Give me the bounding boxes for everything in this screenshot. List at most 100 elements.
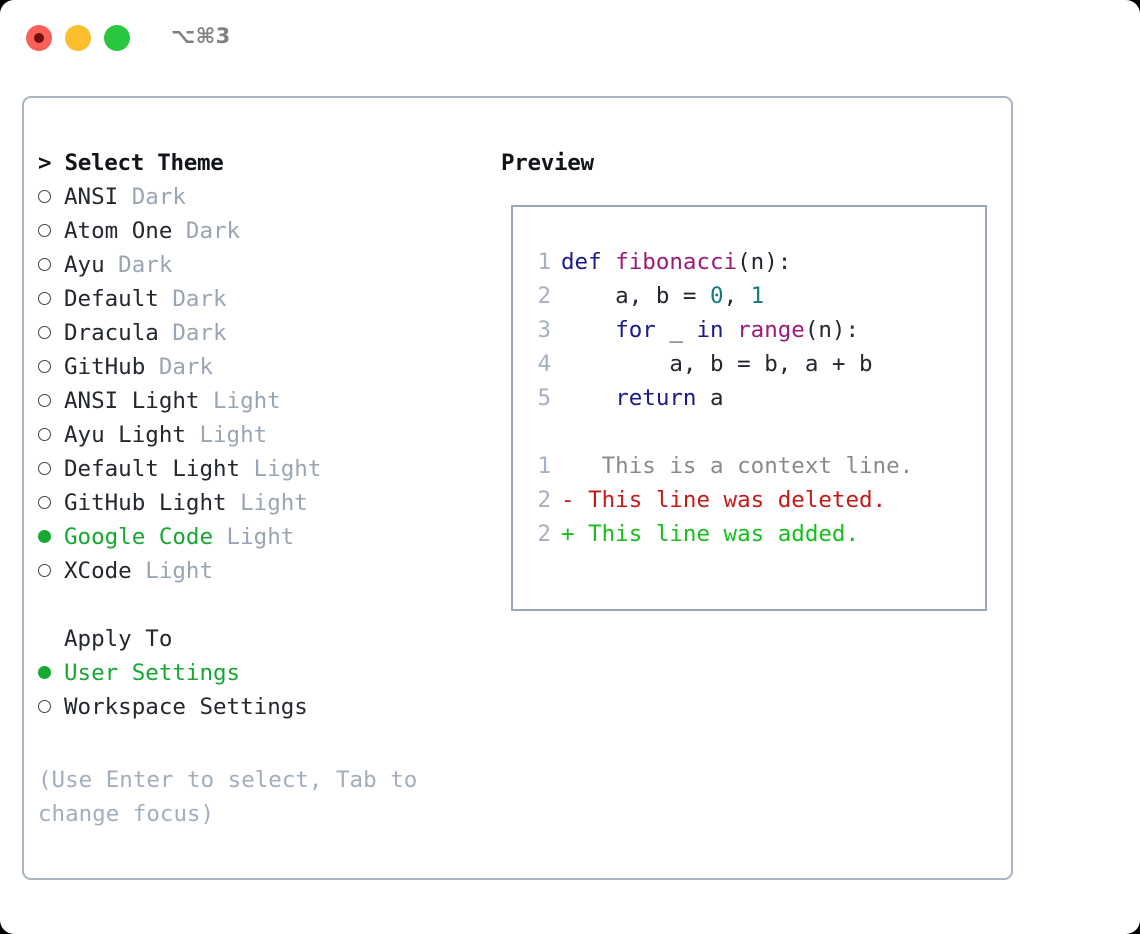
radio-unselected-icon (38, 486, 64, 520)
code-line: 4 a, b = b, a + b (525, 347, 977, 381)
apply-to-option-label: User Settings (64, 660, 241, 686)
title-bar: ⌥⌘3 (0, 0, 1140, 78)
theme-option[interactable]: Ayu Light Light (38, 418, 478, 452)
radio-unselected-icon (38, 554, 64, 588)
diff-sign (561, 453, 575, 479)
theme-option-name: XCode (64, 558, 132, 584)
theme-option-variant: Light (131, 558, 214, 584)
code-line-number: 3 (537, 317, 551, 343)
code-token: a, b = (561, 283, 711, 309)
diff-line: 2 + This line was added. (525, 517, 977, 551)
theme-option[interactable]: ANSI Dark (38, 180, 478, 214)
theme-option[interactable]: GitHub Light Light (38, 486, 478, 520)
theme-option-name: ANSI Light (64, 388, 200, 414)
code-line: 3 for _ in range(n): (525, 313, 977, 347)
theme-option[interactable]: ANSI Light Light (38, 384, 478, 418)
theme-picker-heading: > Select Theme (38, 150, 224, 176)
code-token: (n): (737, 249, 792, 275)
keyboard-shortcut-label: ⌥⌘3 (171, 24, 231, 48)
theme-option[interactable]: GitHub Dark (38, 350, 478, 384)
diff-text: This line was deleted. (574, 487, 887, 513)
zoom-button[interactable] (104, 25, 130, 51)
theme-option[interactable]: Atom One Dark (38, 214, 478, 248)
theme-option-variant: Light (199, 388, 281, 414)
theme-option-variant: Dark (118, 184, 186, 210)
code-token: in (696, 317, 724, 343)
minimize-button[interactable] (65, 25, 91, 51)
list-spacer (38, 588, 478, 622)
keyboard-hint: (Use Enter to select, Tab to change focu… (38, 767, 418, 827)
theme-option-variant: Dark (145, 354, 214, 380)
theme-option-variant: Light (240, 456, 322, 482)
code-token: for (615, 317, 656, 343)
diff-text: This is a context line. (574, 453, 914, 479)
radio-dot (38, 496, 51, 509)
apply-to-option[interactable]: User Settings (38, 656, 478, 690)
theme-option-variant: Light (213, 524, 295, 550)
code-token: range (737, 317, 805, 343)
code-token (602, 249, 616, 275)
theme-option-name: Atom One (64, 218, 173, 244)
diff-sign: + (561, 521, 575, 547)
theme-option-name: Default (64, 286, 159, 312)
code-token (724, 317, 738, 343)
diff-sign: - (561, 487, 575, 513)
code-token: 0 (710, 283, 724, 309)
code-diff-gap (525, 415, 977, 449)
code-token: fibonacci (615, 249, 738, 275)
code-token: (n): (804, 317, 860, 343)
radio-dot (38, 700, 51, 713)
radio-dot (38, 190, 51, 203)
close-button[interactable] (26, 25, 52, 51)
radio-dot (38, 666, 51, 679)
preview-label: Preview (501, 150, 594, 176)
diff-line-number: 2 (537, 521, 551, 547)
theme-option[interactable]: Default Light Light (38, 452, 478, 486)
traffic-lights (26, 25, 130, 51)
apply-to-heading-label: Apply To (64, 626, 173, 652)
theme-option-name: Ayu (64, 252, 105, 278)
theme-option-name: ANSI (64, 184, 119, 210)
theme-option-variant: Light (185, 422, 268, 448)
code-token (561, 385, 615, 411)
code-token: def (561, 249, 602, 275)
code-token: return (615, 385, 697, 411)
diff-text: This line was added. (574, 521, 860, 547)
theme-option-name: Default Light (64, 456, 241, 482)
theme-option-variant: Dark (158, 320, 227, 346)
theme-option[interactable]: Dracula Dark (38, 316, 478, 350)
radio-dot (38, 394, 51, 407)
radio-dot (38, 564, 51, 577)
code-line: 2 a, b = 0, 1 (525, 279, 977, 313)
theme-option[interactable]: XCode Light (38, 554, 478, 588)
radio-unselected-icon (38, 384, 64, 418)
theme-option[interactable]: Default Dark (38, 282, 478, 316)
radio-unselected-icon (38, 452, 64, 486)
radio-selected-icon (38, 656, 64, 690)
preview-section: Preview (501, 146, 1001, 180)
theme-option-variant: Dark (172, 218, 241, 244)
diff-sample: 1 This is a context line. 2- This line wa… (525, 449, 977, 551)
radio-dot (38, 258, 51, 271)
radio-unselected-icon (38, 282, 64, 316)
code-line-number: 5 (537, 385, 551, 411)
diff-line: 1 This is a context line. (525, 449, 977, 483)
code-line-number: 4 (537, 351, 551, 377)
apply-to-option-label: Workspace Settings (64, 694, 308, 720)
theme-option-name: Google Code (64, 524, 214, 550)
theme-option-variant: Dark (158, 286, 227, 312)
code-token: a (696, 385, 724, 411)
radio-unselected-icon (38, 350, 64, 384)
diff-line-number: 2 (537, 487, 551, 513)
code-line: 5 return a (525, 381, 977, 415)
theme-option[interactable]: Ayu Dark (38, 248, 478, 282)
apply-to-option[interactable]: Workspace Settings (38, 690, 478, 724)
radio-dot (38, 462, 51, 475)
theme-option[interactable]: Google Code Light (38, 520, 478, 554)
